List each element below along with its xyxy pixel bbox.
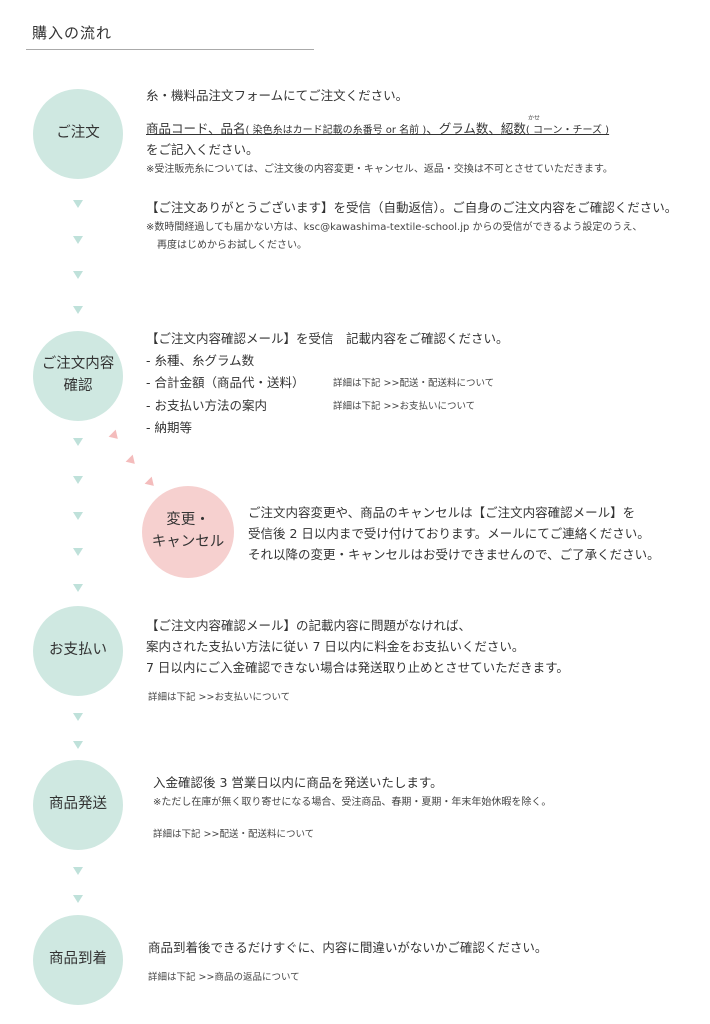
order-line-1: 糸・機料品注文フォームにてご注文ください。 — [146, 88, 409, 103]
order-line-4: 【ご注文ありがとうございます】を受信（自動返信）。ご自身のご注文内容をご確認くだ… — [146, 200, 678, 215]
confirm-line-1: 【ご注文内容確認メール】を受信 記載内容をご確認ください。 — [146, 331, 509, 346]
step-order-label: ご注文 — [56, 125, 100, 142]
down-arrow-icon — [73, 584, 83, 592]
confirm-item-4: - 納期等 — [146, 420, 192, 435]
down-arrow-icon — [73, 548, 83, 556]
diagonal-arrow-icon — [144, 476, 158, 490]
order-note-1: ※受注販売糸については、ご注文後の内容変更・キャンセル、返品・交換は不可とさせて… — [146, 164, 613, 175]
payment-line-1: 【ご注文内容確認メール】の記載内容に問題がなければ、 — [146, 618, 472, 633]
step-arrive-circle: 商品到着 — [33, 915, 123, 1005]
ship-line-2: ※ただし在庫が無く取り寄せになる場合、受注商品、春期・夏期・年末年始休暇を除く。 — [153, 797, 552, 808]
down-arrow-icon — [73, 438, 83, 446]
order-line-2: 商品コード、品名( 染色糸はカード記載の糸番号 or 名前 )、グラム数、綛数(… — [146, 121, 610, 136]
arrive-line-1: 商品到着後できるだけすぐに、内容に間違いがないかご確認ください。 — [148, 940, 548, 955]
order-ruby-kase: かせ — [528, 115, 541, 122]
step-change-label-1: 変更・ — [166, 512, 210, 529]
payment-note: 詳細は下記 >>お支払いについて — [148, 692, 291, 703]
confirm-item-2: - 合計金額（商品代・送料） — [146, 375, 305, 390]
down-arrow-icon — [73, 512, 83, 520]
step-order-circle: ご注文 — [33, 89, 123, 179]
confirm-item-2-note: 詳細は下記 >>配送・配送料について — [333, 378, 495, 389]
change-line-3: それ以降の変更・キャンセルはお受けできませんので、ご了承ください。 — [248, 547, 660, 562]
confirm-item-1: - 糸種、糸グラム数 — [146, 353, 255, 368]
payment-line-2: 案内された支払い方法に従い 7 日以内に料金をお支払いください。 — [146, 639, 525, 654]
down-arrow-icon — [73, 271, 83, 279]
diagonal-arrow-icon — [108, 429, 122, 443]
down-arrow-icon — [73, 476, 83, 484]
change-line-2: 受信後 2 日以内まで受け付けております。メールにてご連絡ください。 — [248, 526, 650, 541]
diagonal-arrow-icon — [125, 454, 139, 468]
down-arrow-icon — [73, 306, 83, 314]
step-change-circle: 変更・ キャンセル — [142, 486, 234, 578]
step-payment-label: お支払い — [49, 642, 107, 659]
order-note-2: ※数時間経過しても届かない方は、ksc@kawashima-textile-sc… — [146, 222, 643, 233]
step-confirm-label-2: 確認 — [63, 378, 93, 394]
change-line-1: ご注文内容変更や、商品のキャンセルは【ご注文内容確認メール】を — [248, 505, 636, 520]
step-confirm-circle: ご注文内容 確認 — [33, 331, 123, 421]
confirm-item-3: - お支払い方法の案内 — [146, 398, 267, 413]
title-divider — [26, 49, 314, 50]
ship-line-1: 入金確認後 3 営業日以内に商品を発送いたします。 — [153, 775, 443, 790]
order-note-3: 再度はじめからお試しください。 — [157, 240, 307, 251]
step-arrive-label: 商品到着 — [49, 951, 107, 968]
page-title: 購入の流れ — [32, 24, 113, 42]
ship-note: 詳細は下記 >>配送・配送料について — [153, 829, 315, 840]
order-line-3: をご記入ください。 — [146, 142, 259, 157]
arrive-note: 詳細は下記 >>商品の返品について — [148, 972, 300, 983]
step-confirm-label-1: ご注文内容 — [41, 356, 115, 373]
step-ship-label: 商品発送 — [49, 796, 107, 813]
down-arrow-icon — [73, 236, 83, 244]
step-ship-circle: 商品発送 — [33, 760, 123, 850]
down-arrow-icon — [73, 200, 83, 208]
step-change-label-2: キャンセル — [151, 534, 225, 550]
payment-line-3: 7 日以内にご入金確認できない場合は発送取り止めとさせていただきます。 — [146, 660, 569, 675]
down-arrow-icon — [73, 867, 83, 875]
down-arrow-icon — [73, 741, 83, 749]
down-arrow-icon — [73, 713, 83, 721]
confirm-item-3-note: 詳細は下記 >>お支払いについて — [333, 401, 476, 412]
down-arrow-icon — [73, 895, 83, 903]
step-payment-circle: お支払い — [33, 606, 123, 696]
